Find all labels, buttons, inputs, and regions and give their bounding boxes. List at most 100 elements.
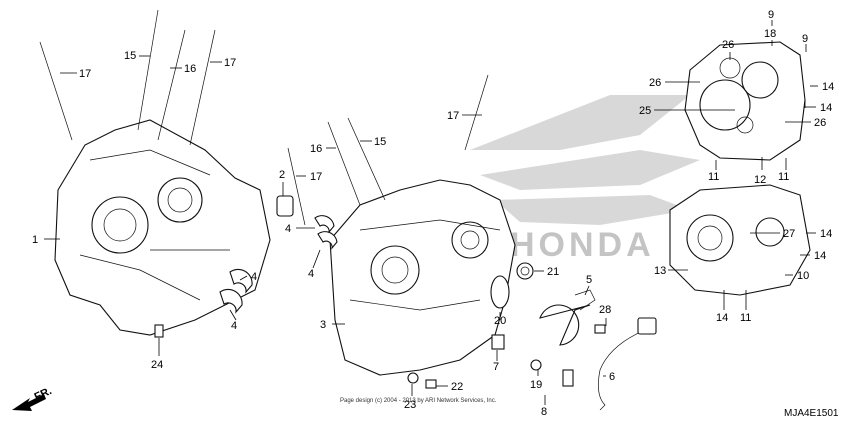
part-number-label: 4 [308, 268, 314, 280]
part-number-label: 2 [279, 169, 285, 181]
diagram-code: MJA4E1501 [784, 408, 839, 419]
part-number-label: 16 [310, 143, 322, 155]
callout-8: 8 [541, 395, 547, 418]
part-number-label: 26 [814, 117, 826, 129]
leader-line [239, 275, 248, 281]
callout-4b: 4 [229, 309, 237, 332]
part-number-label: 11 [740, 312, 751, 324]
callout-11b: 11 [778, 158, 789, 183]
callout-4c: 4 [285, 223, 315, 235]
honda-watermark-text: HONDA [510, 226, 655, 264]
callout-17a: 17 [60, 68, 91, 80]
callout-2: 2 [279, 169, 285, 196]
part-number-label: 20 [494, 315, 506, 327]
part-number-label: 5 [586, 274, 592, 286]
callout-4a: 4 [239, 271, 257, 283]
callout-9a: 9 [768, 9, 774, 26]
callout-26c: 26 [785, 117, 826, 129]
callout-23: 23 [404, 384, 416, 411]
callout-11c: 11 [740, 290, 751, 324]
left-crankcase-half [54, 119, 271, 338]
upper-right-crankcase-cover [684, 41, 806, 161]
callout-3: 3 [320, 319, 345, 331]
leader-line [312, 249, 321, 269]
part-number-label: 15 [374, 136, 386, 148]
part-number-label: 11 [708, 171, 719, 183]
callout-21: 21 [534, 266, 559, 278]
part-number-label: 4 [231, 320, 237, 332]
part-number-label: 17 [224, 57, 236, 69]
part-number-label: 10 [797, 270, 809, 282]
part-number-label: 15 [124, 50, 136, 62]
callout-17c: 17 [447, 110, 482, 122]
callout-14e: 14 [716, 290, 728, 324]
callout-13: 13 [654, 265, 688, 277]
callout-17b: 17 [210, 57, 236, 69]
callout-26b: 26 [649, 77, 700, 89]
part-number-label: 9 [768, 9, 774, 21]
part-number-label: 14 [716, 312, 728, 324]
part-number-label: 17 [310, 171, 322, 183]
callout-10: 10 [785, 270, 809, 282]
part-number-label: 28 [599, 304, 611, 316]
callout-25: 25 [639, 105, 735, 117]
part-number-label: 12 [754, 174, 766, 186]
part-number-label: 27 [783, 228, 795, 240]
part-number-label: 25 [639, 105, 651, 117]
left-stud-bolts [39, 9, 216, 146]
callout-26a: 26 [722, 39, 734, 60]
part-number-label: 26 [649, 77, 661, 89]
left-bearings [219, 268, 253, 314]
part-number-label: 14 [820, 228, 832, 240]
lower-right-crankcase-cover [669, 184, 811, 296]
part-number-label: 21 [547, 266, 559, 278]
part-number-label: 24 [151, 359, 163, 371]
right-stud-bolts [287, 74, 489, 226]
sensor-and-harness [407, 289, 657, 411]
callout-9b: 9 [802, 33, 808, 52]
copyright-notice: Page design (c) 2004 - 2013 by ARI Netwo… [340, 398, 497, 404]
callout-14a: 14 [810, 81, 834, 93]
part-number-label: 7 [493, 361, 499, 373]
callout-22: 22 [436, 381, 463, 393]
part-number-label: 8 [541, 406, 547, 418]
part-number-label: 17 [79, 68, 91, 80]
part-number-label: 11 [778, 171, 789, 183]
part-number-label: 14 [814, 250, 826, 262]
callout-24: 24 [151, 338, 163, 371]
callout-28: 28 [599, 304, 611, 326]
callout-19: 19 [530, 370, 542, 391]
dowel-and-bearings-middle [276, 195, 534, 280]
part-number-label: 17 [447, 110, 459, 122]
part-number-label: 3 [320, 319, 326, 331]
part-callouts: 1 2 3 4 4 4 4 5 6 7 8 9 9 10 11 11 11 11… [32, 9, 834, 418]
part-number-label: 23 [404, 399, 416, 411]
front-direction-indicator: FR. [12, 385, 54, 411]
callout-1: 1 [32, 234, 60, 246]
callout-11a: 11 [708, 160, 719, 183]
callout-16b: 16 [310, 143, 336, 155]
part-number-label: 26 [722, 39, 734, 51]
right-crankcase-half [329, 179, 516, 376]
leader-line [229, 309, 237, 321]
front-arrow-icon [12, 394, 46, 411]
part-number-label: 6 [609, 371, 615, 383]
part-number-label: 14 [820, 102, 832, 114]
callout-16a: 16 [170, 63, 196, 75]
callout-5: 5 [584, 274, 592, 296]
callout-14d: 14 [800, 250, 826, 262]
callout-15a: 15 [124, 50, 150, 62]
honda-wing-watermark: HONDA [470, 95, 700, 264]
callout-4d: 4 [308, 249, 321, 280]
part-number-label: 13 [654, 265, 666, 277]
callout-15b: 15 [360, 136, 386, 148]
callout-14c: 14 [806, 228, 832, 240]
part-number-label: 4 [251, 271, 257, 283]
callout-6: 6 [603, 371, 615, 383]
part-number-label: 14 [822, 81, 834, 93]
callout-27: 27 [750, 228, 795, 240]
callout-20: 20 [494, 312, 506, 327]
callout-12: 12 [754, 157, 766, 186]
part-number-label: 22 [451, 381, 463, 393]
